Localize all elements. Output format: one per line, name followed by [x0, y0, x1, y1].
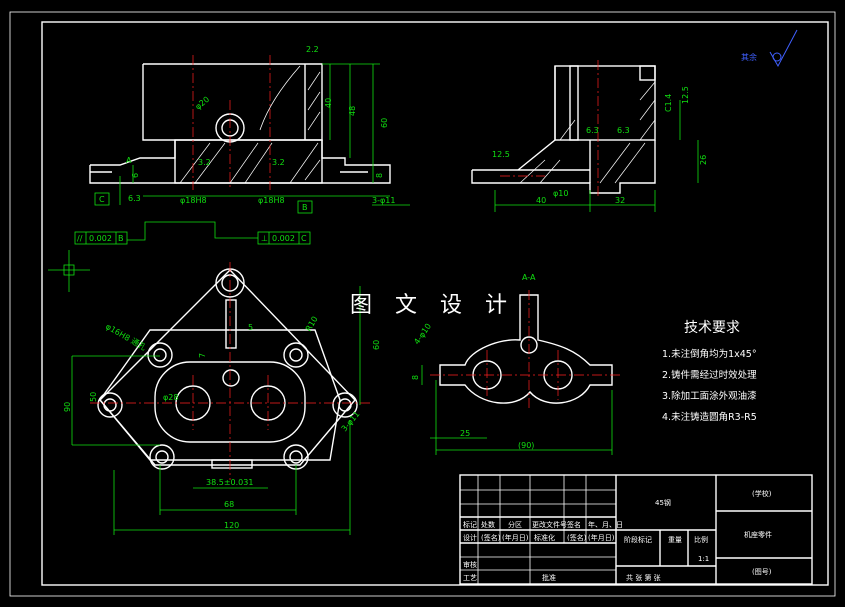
tech-req-3: 3.除加工面涂外观油漆 [662, 390, 757, 402]
tb-part-name: 45钢 [655, 498, 671, 507]
tech-requirements: 技术要求 1.未注倒角均为1x45° 2.铸件需经过时效处理 3.除加工面涂外观… [662, 320, 757, 423]
datum-c: C [99, 195, 105, 204]
dim-side-5: 26 [699, 155, 708, 165]
tb-s3: 标准化 [534, 533, 555, 542]
tb-drawing-title: 机座零件 [744, 530, 772, 539]
dim-front-2: 48 [348, 106, 357, 116]
tb-s0: 设计 [463, 533, 477, 542]
section-aa: A-A 4-φ10 8 25 (90) [411, 273, 620, 455]
tb-h2: 分区 [508, 520, 522, 529]
svg-text:0.002: 0.002 [272, 234, 295, 243]
tb-s1: (签名) [481, 533, 501, 542]
dim-sec-2: 25 [460, 429, 470, 438]
dim-sec-0: 4-φ10 [412, 322, 433, 346]
top-view: φ16H8 通孔 R10 5 90 60 50 φ28 38.5±0.031 6… [48, 250, 381, 535]
dim-side-4: 12.5 [681, 86, 690, 104]
dim-front-7: φ18H8 [180, 196, 207, 205]
svg-text:0.002: 0.002 [89, 234, 112, 243]
dim-top-3: 90 [63, 402, 72, 412]
dim-side-1: 6.3 [586, 126, 599, 135]
tb-drawing-no: (图号) [752, 568, 772, 576]
tb-h4: 签名 [567, 520, 581, 529]
overlay-title: 图 文 设 计 [350, 293, 515, 318]
svg-text:⊥: ⊥ [261, 234, 268, 243]
dim-front-3: 60 [380, 118, 389, 128]
dim-side-3: C1.4 [664, 94, 673, 112]
dim-front-0: 2.2 [306, 45, 319, 54]
tb-process: 工艺 [463, 574, 477, 582]
tb-stage: 阶段标记 [624, 535, 652, 544]
dim-top-11: 7 [198, 353, 207, 358]
tb-s5: (年月日) [588, 533, 615, 542]
dim-side-2: 6.3 [617, 126, 630, 135]
tb-weight: 重量 [668, 536, 682, 544]
tb-h0: 标记 [463, 520, 477, 529]
dim-front-10: 3.2 [198, 158, 211, 167]
section-label: A-A [522, 273, 536, 282]
dim-top-8: 68 [224, 500, 234, 509]
tb-h5: 年、月、日 [588, 520, 623, 529]
dim-front-1: 40 [324, 98, 333, 108]
dim-top-6: φ28 [163, 393, 178, 402]
inner-border [41, 21, 829, 586]
dim-top-7: 38.5±0.031 [206, 478, 253, 487]
dim-top-2: 5 [248, 323, 253, 332]
dim-side-8: 32 [615, 196, 625, 205]
tolerance-frame-2: ⊥ 0.002 C [257, 231, 311, 245]
tb-sheet: 共 张 第 张 [626, 573, 661, 582]
dim-top-10: 3-φ11 [340, 410, 362, 434]
tb-s2: (年月日) [502, 533, 529, 542]
dim-top-9: 120 [224, 521, 239, 530]
front-view: 2.2 40 48 60 6 8 3-φ11 φ18H8 φ18H8 6.3 3… [74, 45, 410, 245]
tb-s4: (签名) [567, 533, 587, 542]
dim-top-4: 60 [372, 340, 381, 350]
dim-side-7: 40 [536, 196, 546, 205]
dim-top-1: R10 [304, 315, 320, 333]
outer-border [9, 11, 836, 597]
datum-b: B [302, 203, 308, 212]
dim-sec-1: 8 [411, 375, 420, 380]
dim-side-0: 12.5 [492, 150, 510, 159]
dim-top-0: φ16H8 通孔 [104, 321, 148, 352]
tech-req-2: 2.铸件需经过时效处理 [662, 369, 757, 381]
side-view: 12.5 6.3 6.3 C1.4 12.5 26 φ10 40 32 [471, 60, 708, 212]
tech-requirements-heading: 技术要求 [684, 320, 740, 336]
tb-scale-value: 1:1 [698, 555, 709, 563]
dim-front-8: φ18H8 [258, 196, 285, 205]
dim-side-6: φ10 [553, 189, 568, 198]
tb-h1: 处数 [481, 520, 495, 529]
tolerance-frame-1: // 0.002 B [74, 231, 128, 245]
tb-review: 审核 [463, 560, 477, 569]
tb-school: (学校) [752, 489, 772, 498]
dim-front-13: A [126, 156, 132, 165]
svg-text:B: B [118, 234, 124, 243]
dim-front-9: 6.3 [128, 194, 141, 203]
tb-approve: 批准 [542, 573, 556, 582]
tb-scale-label: 比例 [694, 535, 708, 544]
dim-front-12: φ20 [194, 95, 212, 112]
tech-req-4: 4.未注铸造圆角R3-R5 [662, 411, 757, 423]
dim-front-11: 3.2 [272, 158, 285, 167]
dim-top-5: 50 [89, 392, 98, 402]
title-block: 标记 处数 分区 更改文件号 签名 年、月、日 设计 (签名) (年月日) 标准… [459, 474, 813, 585]
dim-sec-3: (90) [518, 441, 534, 450]
dim-front-5: 8 [375, 173, 384, 178]
tb-h3: 更改文件号 [532, 520, 567, 529]
dim-front-6: 3-φ11 [372, 196, 395, 205]
roughness-note: 其余 [741, 29, 798, 68]
svg-text://: // [77, 234, 83, 243]
dim-front-4: 6 [131, 173, 140, 178]
roughness-note-text: 其余 [741, 52, 757, 62]
tech-req-1: 1.未注倒角均为1x45° [662, 348, 757, 360]
svg-text:C: C [301, 234, 307, 243]
